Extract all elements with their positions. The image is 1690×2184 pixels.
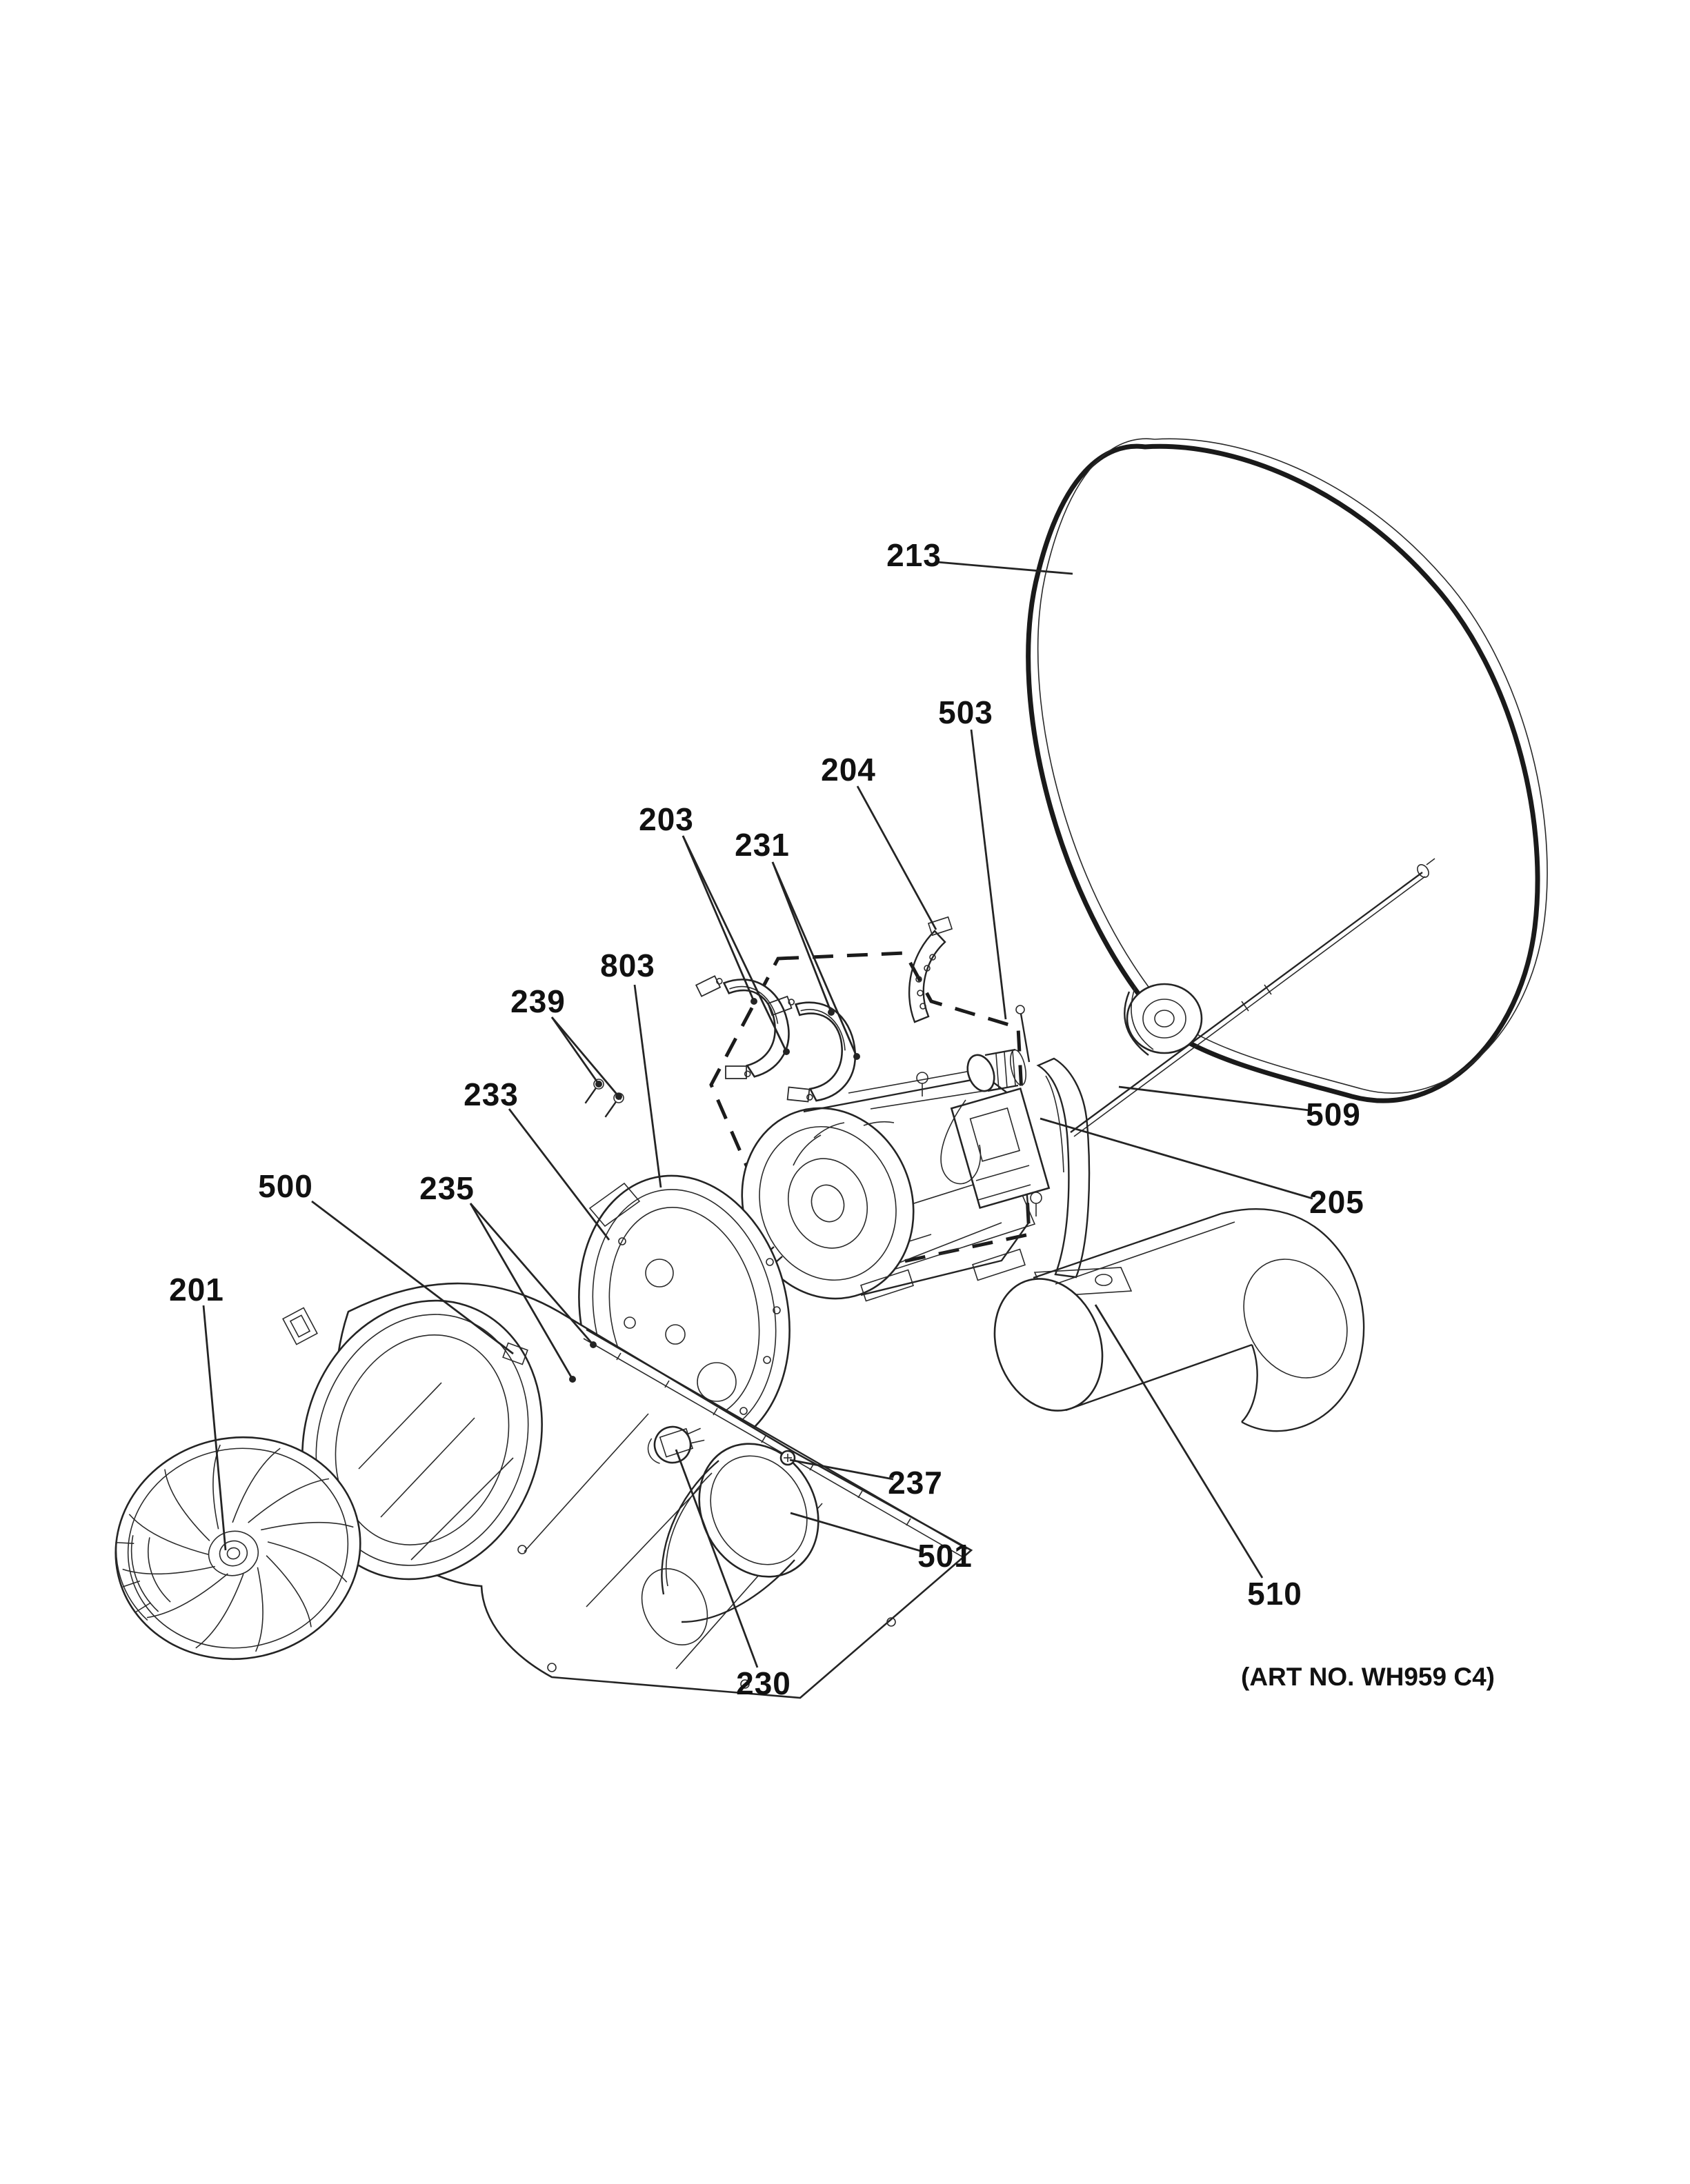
leader-line-201: [202, 1305, 227, 1551]
part-label-205: 205: [1309, 1184, 1364, 1220]
leader-line-203: [682, 835, 755, 1002]
part-label-509: 509: [1306, 1096, 1361, 1132]
motor-group-outline: [709, 951, 1031, 1286]
leader-arrow-203: [783, 1048, 790, 1055]
leader-line-501: [790, 1512, 924, 1553]
exhaust-duct: [641, 1443, 819, 1646]
part-label-239: 239: [510, 983, 566, 1019]
part-label-231: 231: [735, 827, 790, 863]
part-label-233: 233: [464, 1076, 519, 1112]
leader-line-509: [1118, 1085, 1310, 1112]
leader-line-213: [936, 561, 1073, 575]
leader-lines: [202, 561, 1313, 1668]
leader-arrow-203: [750, 998, 757, 1005]
part-label-510: 510: [1247, 1576, 1302, 1612]
idler-pulley: [1124, 983, 1203, 1056]
drum-shaft: [1070, 858, 1435, 1137]
drive-motor: [708, 1067, 1051, 1312]
leader-line-204: [856, 785, 937, 930]
leader-line-203: [682, 835, 788, 1052]
leader-arrow-235: [590, 1341, 597, 1348]
leader-arrow-235: [569, 1376, 576, 1383]
part-label-203: 203: [639, 801, 694, 837]
leader-line-231: [771, 861, 858, 1057]
felt-seal: [908, 916, 953, 1023]
leader-line-239: [550, 1016, 600, 1085]
part-label-501: 501: [917, 1538, 973, 1574]
duct-assembly: [993, 1208, 1365, 1432]
part-label-201: 201: [169, 1272, 224, 1308]
leader-line-231: [771, 861, 833, 1013]
leader-line-205: [1040, 1117, 1313, 1200]
leader-line-503: [970, 729, 1007, 1020]
blower-housing: [282, 1282, 973, 1699]
leader-line-500: [311, 1200, 514, 1355]
art-note: (ART NO. WH959 C4): [1241, 1663, 1495, 1691]
motor-screw: [916, 1072, 928, 1096]
motor-screw: [1030, 1192, 1042, 1216]
thermostat: [647, 1425, 705, 1464]
leader-line-239: [550, 1016, 620, 1097]
part-label-230: 230: [736, 1665, 791, 1701]
leader-arrow-231: [853, 1053, 860, 1060]
screw-237: [779, 1450, 796, 1466]
part-label-204: 204: [821, 752, 876, 788]
leader-arrow-239: [615, 1093, 622, 1100]
leader-line-233: [508, 1108, 610, 1241]
part-label-503: 503: [938, 694, 993, 730]
drive-belt: [1026, 438, 1548, 1103]
leader-line-230: [675, 1449, 759, 1668]
part-label-235: 235: [419, 1170, 475, 1206]
leader-arrow-239: [595, 1081, 602, 1088]
leader-arrow-231: [828, 1009, 835, 1016]
leader-line-237: [789, 1459, 894, 1481]
part-label-500: 500: [258, 1168, 313, 1204]
leader-line-803: [633, 984, 662, 1188]
leader-line-235: [469, 1203, 595, 1345]
idler-sleeve: [966, 1005, 1031, 1092]
part-label-213: 213: [886, 537, 942, 573]
blower-wheel: [115, 1436, 361, 1661]
leader-line-510: [1094, 1304, 1264, 1579]
part-label-237: 237: [888, 1465, 943, 1501]
part-label-803: 803: [600, 948, 655, 983]
leader-line-235: [469, 1203, 574, 1380]
